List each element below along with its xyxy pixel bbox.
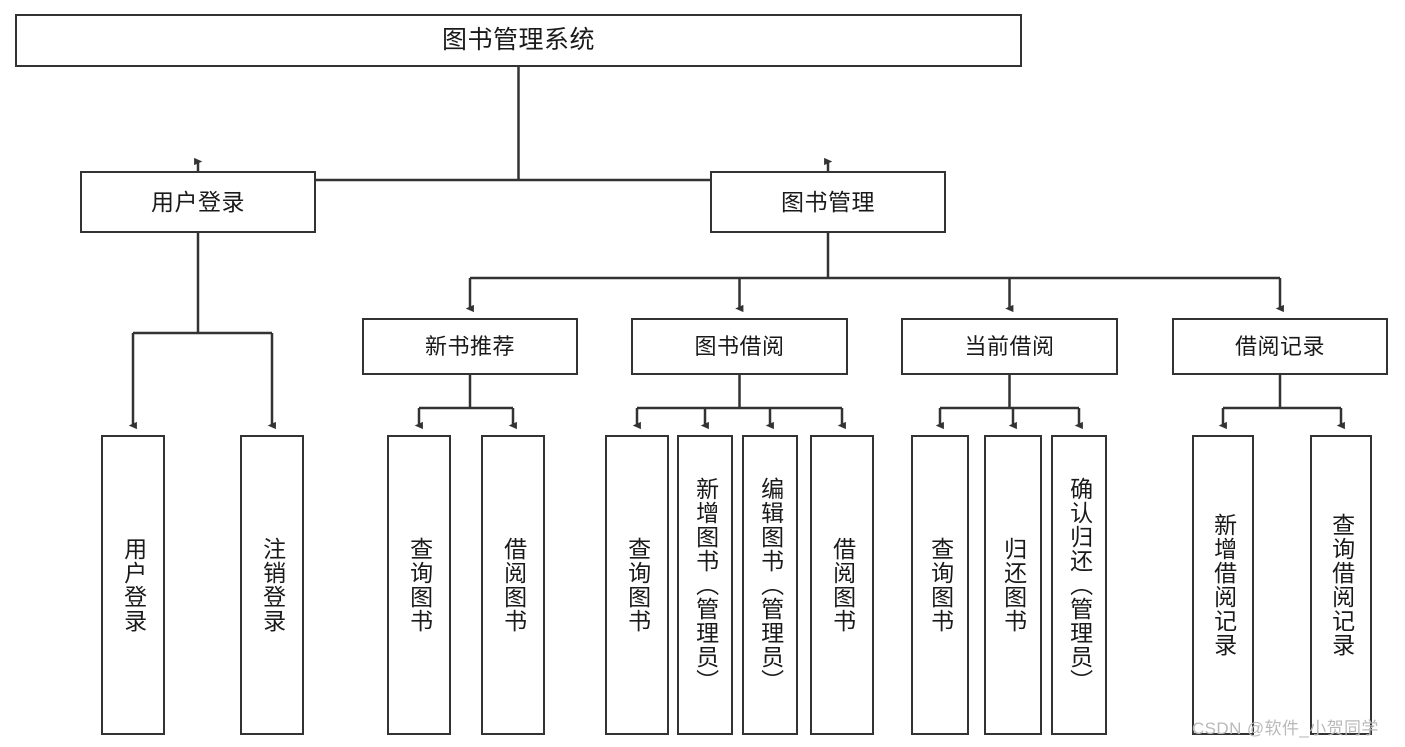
node-label: 确认归还（管理员）	[1066, 477, 1093, 693]
node-lf_return[interactable]: 归还图书	[984, 435, 1042, 735]
watermark-text: CSDN @软件_小贺同学	[1192, 719, 1379, 738]
node-lf_addbook[interactable]: 新增图书（管理员）	[677, 435, 733, 735]
node-label: 新增借阅记录	[1210, 513, 1237, 657]
node-lf_bb2[interactable]: 借阅图书	[810, 435, 874, 735]
node-label: 查询借阅记录	[1328, 513, 1355, 657]
node-label: 图书管理	[781, 188, 875, 215]
node-label: 注销登录	[259, 537, 286, 633]
node-label: 借阅图书	[500, 537, 527, 633]
node-label: 编辑图书（管理员）	[757, 477, 784, 693]
node-lf_qb3[interactable]: 查询图书	[911, 435, 969, 735]
node-l2_newbook[interactable]: 新书推荐	[362, 318, 578, 375]
node-label: 借阅记录	[1234, 333, 1325, 359]
node-label: 查询图书	[406, 537, 433, 633]
node-l2_borrow[interactable]: 图书借阅	[631, 318, 848, 375]
node-l2_record[interactable]: 借阅记录	[1172, 318, 1388, 375]
node-label: 图书借阅	[694, 333, 785, 359]
node-label: 新增图书（管理员）	[692, 477, 719, 693]
node-label: 查询图书	[927, 537, 954, 633]
node-lf_qb1[interactable]: 查询图书	[387, 435, 451, 735]
node-label: 图书管理系统	[441, 26, 595, 55]
node-label: 新书推荐	[424, 333, 515, 359]
node-lf_bb1[interactable]: 借阅图书	[481, 435, 545, 735]
node-label: 当前借阅	[964, 333, 1055, 359]
node-lf_qrec[interactable]: 查询借阅记录	[1310, 435, 1372, 735]
node-label: 借阅图书	[829, 537, 856, 633]
node-lf_addrec[interactable]: 新增借阅记录	[1192, 435, 1254, 735]
node-label: 归还图书	[1000, 537, 1027, 633]
node-l2_current[interactable]: 当前借阅	[901, 318, 1118, 375]
node-lf_editbook[interactable]: 编辑图书（管理员）	[742, 435, 798, 735]
node-root[interactable]: 图书管理系统	[15, 14, 1022, 67]
node-l1_bookmgr[interactable]: 图书管理	[710, 171, 946, 233]
node-l1_login[interactable]: 用户登录	[80, 171, 316, 233]
node-lf_login[interactable]: 用户登录	[101, 435, 165, 735]
node-label: 用户登录	[151, 188, 245, 215]
node-label: 查询图书	[624, 537, 651, 633]
node-label: 用户登录	[120, 537, 147, 633]
node-lf_qb2[interactable]: 查询图书	[605, 435, 669, 735]
node-lf_logout[interactable]: 注销登录	[240, 435, 304, 735]
node-lf_confirm[interactable]: 确认归还（管理员）	[1051, 435, 1107, 735]
